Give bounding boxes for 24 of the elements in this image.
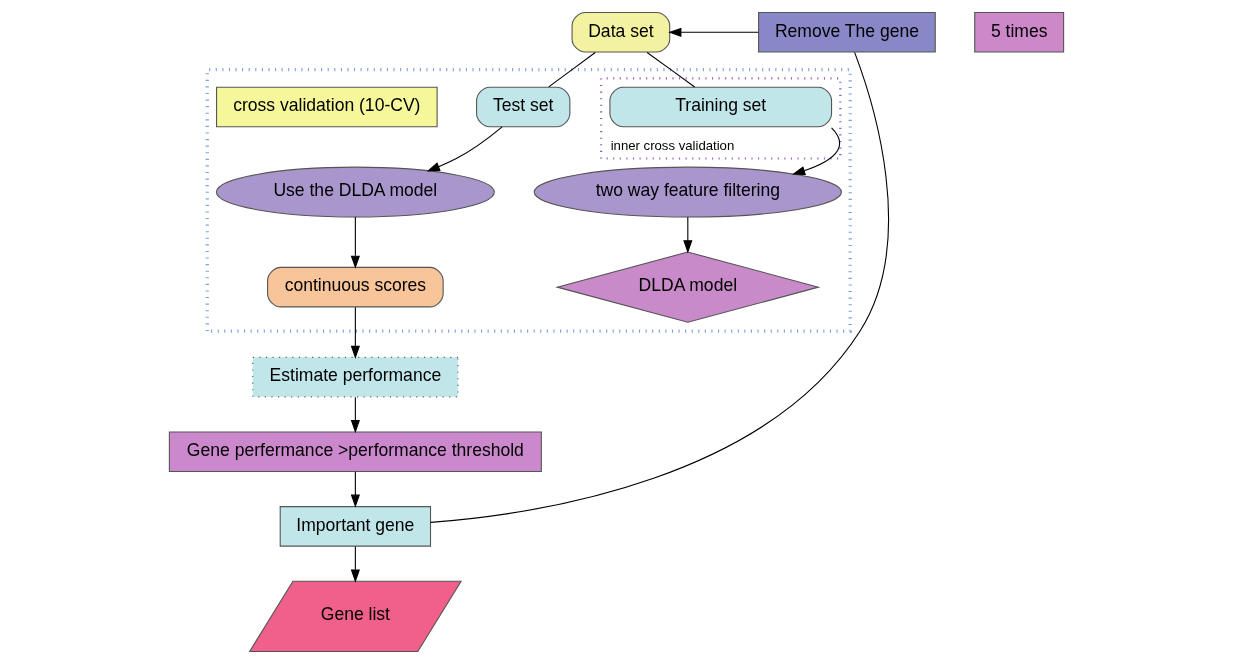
arrow <box>350 396 360 434</box>
node-box: cross validation (10-CV) <box>216 86 438 128</box>
arrow <box>792 127 841 175</box>
node-box: Estimate performance <box>252 356 459 398</box>
arrow <box>683 216 693 254</box>
node-box: Test set <box>476 86 571 128</box>
node-ellipse: Use the DLDA model <box>215 166 495 218</box>
arrow <box>668 27 759 37</box>
node-box: Training set <box>609 86 833 128</box>
cluster <box>205 68 852 333</box>
node-box: continuous scores <box>267 266 444 308</box>
connector <box>548 51 596 88</box>
arrow <box>426 126 503 172</box>
connector <box>430 51 889 523</box>
node-box: Important gene <box>279 506 432 547</box>
node-box: Data set <box>571 12 671 53</box>
arrow <box>350 471 360 508</box>
node-box: Remove The gene <box>758 12 936 53</box>
arrow <box>350 545 360 583</box>
node-box: Gene perfermance >performance threshold <box>168 431 542 473</box>
arrow <box>350 216 360 269</box>
node-diamond: DLDA model <box>555 251 821 323</box>
node-box: 5 times <box>974 12 1065 53</box>
arrow <box>350 306 360 359</box>
